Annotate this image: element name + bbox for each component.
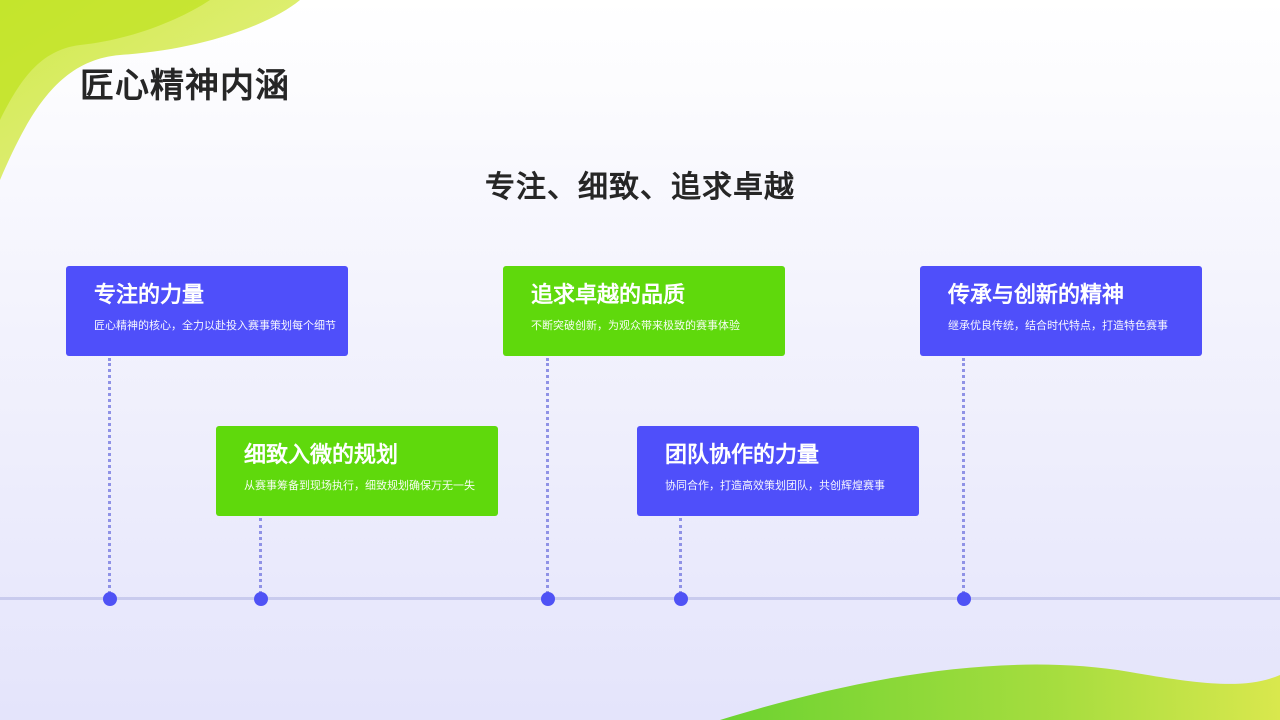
card-title: 追求卓越的品质 [531, 283, 686, 308]
card-planning: 细致入微的规划 从赛事筹备到现场执行，细致规划确保万无一失 [216, 426, 498, 516]
timeline-axis [0, 597, 1280, 600]
card-excellence: 追求卓越的品质 不断突破创新，为观众带来极致的赛事体验 [503, 266, 785, 356]
timeline-dot [103, 592, 117, 606]
card-description: 继承优良传统，结合时代特点，打造特色赛事 [948, 319, 1168, 332]
card-description: 不断突破创新，为观众带来极致的赛事体验 [531, 319, 740, 332]
timeline-dot [541, 592, 555, 606]
card-description: 协同合作，打造高效策划团队，共创辉煌赛事 [665, 479, 885, 492]
timeline-connector [108, 358, 111, 594]
bottom-right-blob [720, 664, 1280, 720]
timeline-connector [259, 518, 262, 594]
page-title: 匠心精神内涵 [80, 66, 290, 106]
timeline-connector [962, 358, 965, 594]
timeline-connector [546, 358, 549, 594]
card-description: 匠心精神的核心，全力以赴投入赛事策划每个细节 [94, 319, 336, 332]
card-title: 细致入微的规划 [244, 443, 399, 468]
card-innovation: 传承与创新的精神 继承优良传统，结合时代特点，打造特色赛事 [920, 266, 1202, 356]
timeline-dot [957, 592, 971, 606]
timeline-connector [679, 518, 682, 594]
card-title: 传承与创新的精神 [948, 283, 1125, 308]
card-description: 从赛事筹备到现场执行，细致规划确保万无一失 [244, 479, 475, 492]
card-title: 专注的力量 [94, 283, 205, 308]
top-left-blob-inner [0, 0, 210, 120]
timeline-dot [254, 592, 268, 606]
card-teamwork: 团队协作的力量 协同合作，打造高效策划团队，共创辉煌赛事 [637, 426, 919, 516]
card-title: 团队协作的力量 [665, 443, 820, 468]
timeline-dot [674, 592, 688, 606]
card-focus: 专注的力量 匠心精神的核心，全力以赴投入赛事策划每个细节 [66, 266, 348, 356]
page-subtitle: 专注、细致、追求卓越 [485, 170, 795, 205]
